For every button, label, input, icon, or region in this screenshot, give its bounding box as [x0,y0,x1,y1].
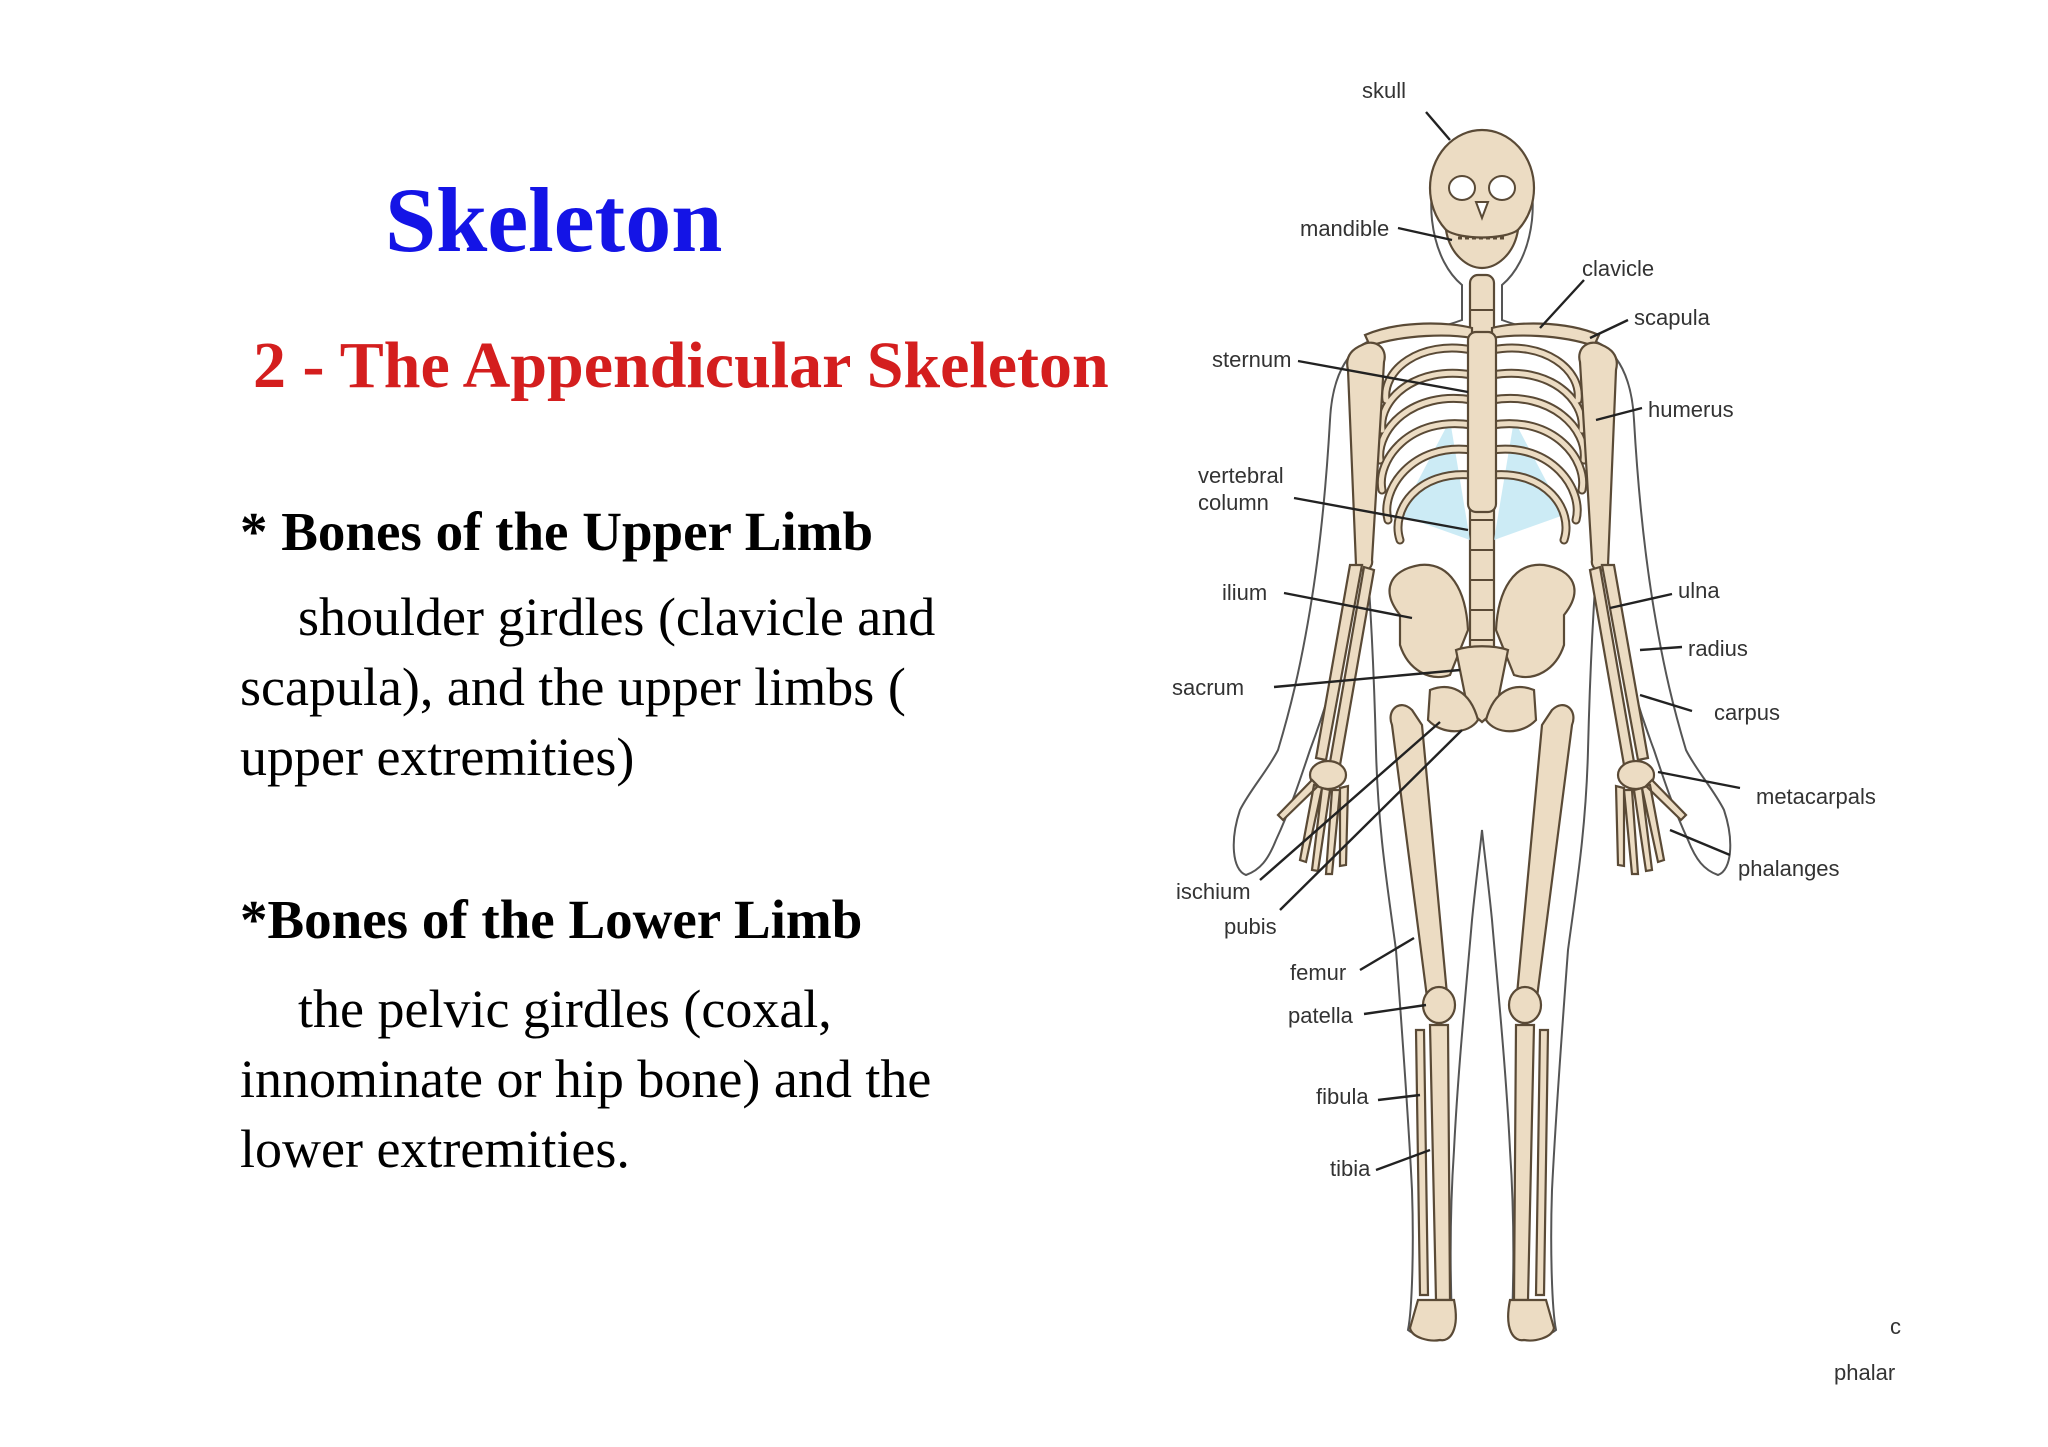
skeleton-illustration: skull mandible clavicle scapula sternum … [1172,78,1901,1385]
label-radius: radius [1688,636,1748,661]
label-ulna: ulna [1678,578,1720,603]
skeleton-diagram: skull mandible clavicle scapula sternum … [1150,70,1930,1400]
tibia-right [1512,1023,1536,1302]
label-clavicle: clavicle [1582,256,1654,281]
label-scapula: scapula [1634,305,1711,330]
tibia-left [1428,1023,1452,1302]
label-vertebral: vertebral [1198,463,1284,488]
lower-limb-text: the pelvic girdles (coxal, innominate or… [240,979,932,1179]
rib-cage [1375,330,1589,545]
label-ischium: ischium [1176,879,1251,904]
foot-right [1507,1298,1556,1342]
label-phalanges: phalanges [1738,856,1840,881]
label-column: column [1198,490,1269,515]
upper-limb-text: shoulder girdles (clavicle and scapula),… [240,587,936,787]
skull-bone [1428,128,1536,270]
femur-right [1514,704,1575,1014]
slide-title: Skeleton [385,169,723,271]
foot-left [1408,1298,1457,1342]
label-sternum: sternum [1212,347,1291,372]
patella-left [1421,985,1457,1025]
label-fibula: fibula [1316,1084,1369,1109]
label-humerus: humerus [1648,397,1734,422]
label-pubis: pubis [1224,914,1277,939]
label-femur: femur [1290,960,1346,985]
lower-limb-heading: *Bones of the Lower Limb [240,889,863,950]
pelvis [1388,563,1576,733]
clavicle-right [1490,322,1601,348]
label-cut-off-2: phalar [1834,1360,1895,1385]
leader-lines [1259,111,1741,1172]
label-tibia: tibia [1330,1156,1371,1181]
body-outline [1232,138,1732,1337]
hand-left [1276,759,1350,876]
label-patella: patella [1288,1003,1354,1028]
label-sacrum: sacrum [1172,675,1244,700]
label-mandible: mandible [1300,216,1389,241]
clavicle-left [1363,322,1474,348]
anatomical-labels: skull mandible clavicle scapula sternum … [1172,78,1901,1385]
patella-right [1507,985,1543,1025]
fibula-left [1414,1028,1430,1297]
label-ilium: ilium [1222,580,1267,605]
hand-right [1614,759,1688,876]
slide-subtitle: 2 - The Appendicular Skeleton [253,329,1109,402]
humerus-right [1578,341,1618,572]
upper-limb-heading: * Bones of the Upper Limb [240,501,874,562]
label-cut-off-1: c [1890,1314,1901,1339]
sternum-bone [1466,330,1498,514]
label-metacarpals: metacarpals [1756,784,1876,809]
label-skull: skull [1362,78,1406,103]
fibula-right [1534,1028,1550,1297]
label-carpus: carpus [1714,700,1780,725]
